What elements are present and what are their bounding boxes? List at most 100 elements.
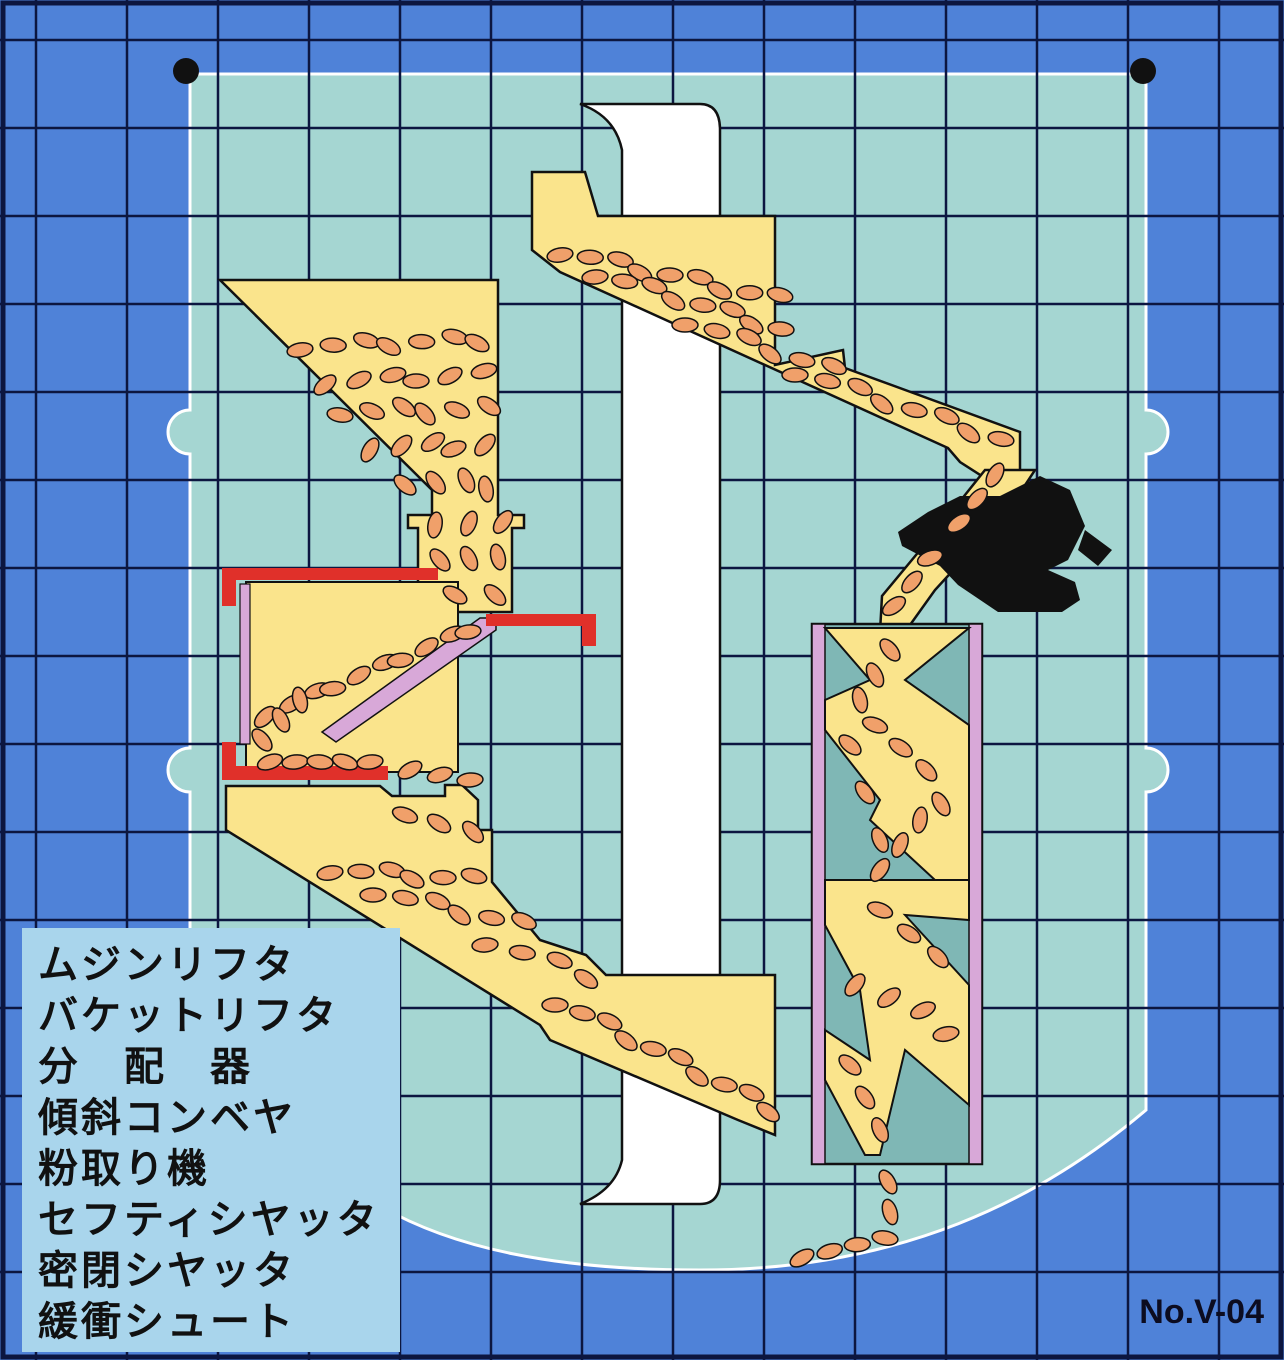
cushion-chute <box>810 622 984 1166</box>
grain <box>443 401 471 419</box>
grain <box>271 707 291 733</box>
grain <box>399 869 425 889</box>
grain <box>251 728 273 752</box>
grain <box>738 1083 765 1102</box>
grain <box>375 336 402 357</box>
grain <box>476 395 502 417</box>
grain <box>767 321 795 337</box>
grain <box>706 281 733 300</box>
grain <box>460 510 478 537</box>
grain <box>471 937 499 953</box>
grain <box>313 374 337 396</box>
grain <box>318 680 347 697</box>
grain <box>838 734 862 756</box>
dust-remover <box>898 476 1085 612</box>
grain <box>546 246 574 264</box>
grain <box>946 512 972 534</box>
grain <box>291 686 309 714</box>
grain <box>933 406 960 426</box>
grain <box>611 273 639 290</box>
grain <box>414 637 439 658</box>
grain <box>596 1012 623 1031</box>
grain <box>926 945 950 969</box>
grain <box>736 327 762 347</box>
grain <box>461 820 485 844</box>
grain <box>420 431 446 453</box>
grain <box>356 754 384 770</box>
legend-item: セフティシヤッタ <box>38 1197 380 1243</box>
drawing-number: No.V-04 <box>1139 1293 1264 1331</box>
grain <box>789 1248 815 1268</box>
grain <box>869 857 891 883</box>
grain <box>758 343 782 365</box>
grain <box>390 434 413 458</box>
grain <box>869 393 894 415</box>
grain <box>641 276 668 295</box>
grain <box>656 267 684 283</box>
grain <box>781 367 809 383</box>
grain <box>477 475 495 503</box>
grain <box>393 474 417 496</box>
grain <box>881 1198 899 1226</box>
grain <box>492 509 514 535</box>
bucket-lifter <box>579 102 722 1206</box>
grain <box>956 422 981 444</box>
grain <box>838 1054 862 1076</box>
grain <box>865 662 885 688</box>
grain <box>870 1117 890 1143</box>
grain <box>391 396 417 418</box>
grain <box>319 337 347 353</box>
grain <box>358 402 386 420</box>
grain <box>915 759 938 782</box>
legend-item: ムジンリフタ <box>38 942 296 988</box>
grain <box>710 1076 738 1093</box>
grain <box>508 944 536 961</box>
grain <box>470 362 498 380</box>
grain <box>900 401 928 419</box>
grain <box>736 284 764 301</box>
grain <box>911 806 929 834</box>
grain <box>888 737 913 758</box>
grain <box>877 987 901 1009</box>
grain <box>541 997 569 1013</box>
grain <box>719 300 746 319</box>
grain <box>483 584 507 606</box>
grain <box>425 470 447 495</box>
grain <box>347 863 375 880</box>
grain <box>685 1065 709 1087</box>
grain <box>331 753 359 771</box>
grain <box>689 297 717 314</box>
grains <box>251 246 1015 1268</box>
grain <box>391 806 419 824</box>
grain <box>573 968 599 990</box>
grain <box>814 372 842 390</box>
grain <box>429 548 451 572</box>
grain <box>440 440 467 458</box>
grain <box>459 545 479 572</box>
legend-item: 傾斜コンベヤ <box>38 1095 296 1141</box>
grain <box>614 1030 638 1052</box>
grain <box>607 251 634 268</box>
legend-item: 密閉シヤッタ <box>38 1248 296 1294</box>
grain <box>878 1169 898 1195</box>
mount-bolt-left <box>173 58 199 84</box>
grain <box>766 286 794 304</box>
legend-item: 分 配 器 <box>38 1044 253 1090</box>
grain <box>870 827 890 853</box>
grain <box>881 595 907 617</box>
grain <box>568 1005 596 1022</box>
grain <box>667 1047 694 1067</box>
grain <box>871 1230 899 1246</box>
grain <box>253 705 277 729</box>
grain <box>386 652 415 669</box>
grain <box>360 437 380 463</box>
grain <box>407 333 436 350</box>
grain <box>316 864 344 882</box>
grain <box>454 624 482 640</box>
grain <box>879 638 901 662</box>
grain <box>639 1040 667 1058</box>
legend-item: 粉取り機 <box>38 1146 210 1192</box>
grain <box>426 511 444 539</box>
mount-bolt-right <box>1130 58 1156 84</box>
